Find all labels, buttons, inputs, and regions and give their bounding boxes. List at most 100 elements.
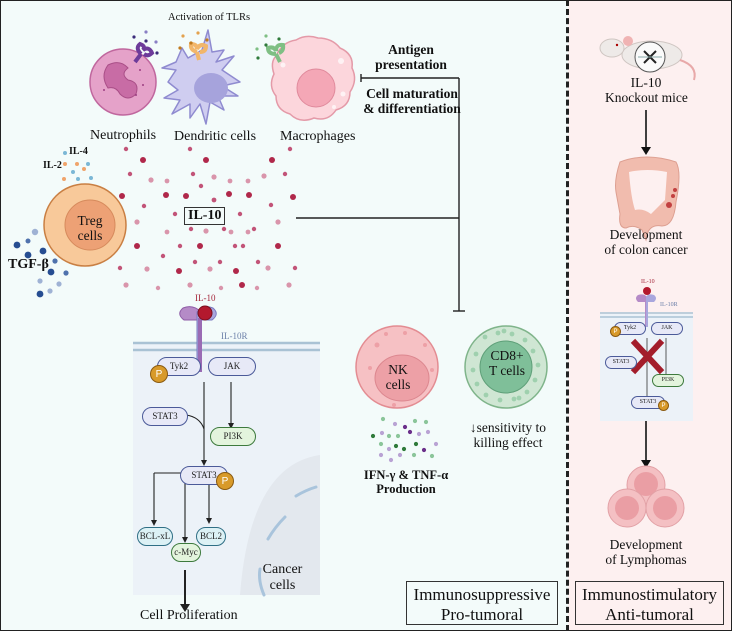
cd8-line1: CD8+: [490, 348, 524, 363]
arrowheads: [151, 423, 234, 612]
tlr-receptor-icon: [132, 30, 159, 64]
knockout-mouse-icon: [599, 36, 696, 81]
il10-particle: [123, 146, 129, 152]
cd8-granule: [530, 348, 536, 354]
il10-particle: [148, 177, 154, 183]
il10-particle: [269, 157, 275, 163]
cytokine-particle: [413, 441, 419, 447]
nk-cell-icon: [355, 325, 439, 409]
treg-line1: Treg: [77, 213, 103, 228]
il10-particle: [187, 146, 193, 152]
il10-particle: [123, 282, 129, 288]
maturation-line1: Cell maturation: [366, 86, 458, 101]
il10-particle: [237, 211, 243, 217]
il10-particle: [172, 211, 178, 217]
cell-proliferation-label: Cell Proliferation: [140, 608, 238, 623]
colon-cancer-label: Development of colon cancer: [600, 227, 692, 257]
maturation-line2: & differentiation: [363, 101, 461, 117]
cytokine-particle: [423, 419, 429, 425]
macrophage-cell-icon: [270, 35, 356, 121]
mini-il10r-label: IL-10R: [660, 302, 678, 308]
cancer-cells-label: Cancer cells: [260, 562, 305, 593]
mini-jak-node: JAK: [651, 322, 683, 335]
cytokine-particle: [416, 431, 422, 437]
colon-icon: [615, 156, 680, 242]
il10-particle: [207, 266, 213, 272]
il10-particle: [117, 265, 123, 271]
il10-particle: [275, 243, 281, 249]
mini-il10-label: IL-10: [641, 279, 655, 285]
knockout-mice-label: IL-10 Knockout mice: [605, 75, 688, 105]
il10-particle: [211, 174, 217, 180]
immunosuppressive-label-box: Immunosuppressive Pro-tumoral: [406, 581, 558, 625]
bclxl-node: BCL-xL: [137, 527, 173, 546]
maturation-label: Cell maturation & differentiation: [363, 86, 461, 116]
il10-ligand-label: IL-10: [195, 293, 216, 303]
cytokine-particle: [407, 429, 413, 435]
tgf-beta-label: TGF-β: [8, 257, 49, 272]
il10-particle: [140, 157, 146, 163]
left-footer-line1: Immunosuppressive: [413, 585, 551, 604]
il10-particle: [261, 173, 267, 179]
colon-line1: Development: [609, 227, 683, 242]
cytokine-particle: [388, 457, 394, 463]
il10-particle: [141, 203, 147, 209]
stat3-monomer-node: STAT3: [142, 407, 188, 426]
cancer-cell-membrane: [258, 485, 318, 597]
cytokine-particle: [421, 447, 427, 453]
tlr-receptor-icon: [255, 34, 286, 63]
pi3k-node: PI3K: [210, 427, 256, 446]
cd8-granule: [532, 377, 538, 383]
tlr-receptor-icon: [178, 31, 209, 61]
cytokine-particle: [386, 433, 392, 439]
il10-particle: [119, 193, 125, 199]
cd8-t-cell-icon: [464, 325, 548, 409]
il10r-label: IL-10R: [221, 331, 248, 341]
il10-box-label: IL-10: [184, 207, 226, 225]
cd8-granule: [524, 389, 530, 395]
il10-particle: [232, 243, 238, 249]
lymph-line2: of Lymphomas: [605, 552, 687, 568]
treg-cells-label: Treg cells: [70, 213, 110, 243]
ifn-line2: Production: [376, 482, 436, 496]
lymph-line1: Development: [609, 537, 683, 552]
cd8-granule: [511, 396, 517, 402]
cd8-granule: [470, 367, 476, 373]
right-footer-line2: Anti-tumoral: [605, 604, 694, 624]
cd8-granule: [473, 351, 479, 357]
il10-particle: [268, 202, 274, 208]
il10-particle: [282, 171, 288, 177]
treg-cell-icon: [43, 183, 127, 267]
cd8-cells-label: CD8+ T cells: [485, 348, 529, 378]
immunostimulatory-label-box: Immunostimulatory Anti-tumoral: [575, 581, 724, 625]
il10-particle: [217, 259, 223, 265]
mini-pi3k-node: PI3K: [652, 374, 684, 387]
cd8-granule: [482, 334, 488, 340]
il10-particle: [290, 194, 296, 200]
dendritic-cells-label: Dendritic cells: [174, 129, 257, 144]
down-arrow: [641, 421, 651, 468]
cytokine-particle: [378, 441, 384, 447]
il2-label: IL-2: [43, 160, 62, 171]
il10-particle: [228, 229, 234, 235]
cytokine-particle: [411, 452, 417, 458]
cytokine-particle: [392, 421, 398, 427]
ifn-tnf-label: IFN-γ & TNF-α Production: [362, 468, 450, 496]
cytokine-particle: [393, 443, 399, 449]
cd8-granule: [495, 330, 501, 336]
il10-particle: [192, 259, 198, 265]
mini-signaling-arrows: [646, 338, 667, 396]
cytokine-dots: [370, 416, 439, 463]
il10-particle: [177, 243, 183, 249]
phospho-badge: P: [216, 472, 234, 490]
cancer-cell-body: [240, 455, 320, 595]
cytokine-particle: [397, 452, 403, 458]
cytokine-particle: [379, 430, 385, 436]
il10-particle: [197, 243, 203, 249]
cmyc-node: c-Myc: [171, 543, 201, 562]
phospho-badge: P: [150, 365, 168, 383]
cd8-granule: [474, 381, 480, 387]
mouse-line1: IL-10: [630, 75, 662, 90]
cytokine-particle: [386, 446, 392, 452]
il10-particle: [164, 178, 170, 184]
